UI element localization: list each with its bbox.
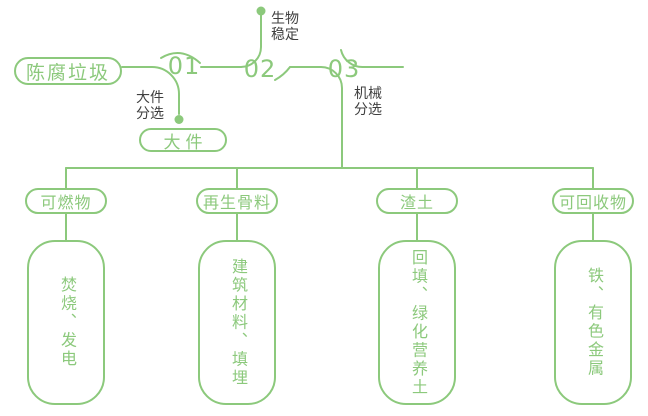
line-source-to-step1	[121, 66, 180, 115]
arc-step3-exit	[340, 49, 404, 69]
node-dot-bio	[256, 6, 266, 16]
step-number-1: 01	[167, 52, 201, 80]
branch-pill-recycled-aggregate: 再生骨料	[196, 188, 278, 214]
branch-pill-recyclables: 可回收物	[552, 188, 634, 214]
line-bio-to-step2	[240, 14, 262, 68]
result-box-recyclables: 铁、有色金属	[554, 240, 632, 405]
step1-note: 大件 分选	[136, 89, 164, 121]
result-box-combustibles: 焚烧、发电	[27, 240, 105, 405]
result-text: 铁、有色金属	[585, 267, 602, 378]
step-number-2: 02	[243, 55, 277, 83]
result-text: 焚烧、发电	[58, 276, 75, 369]
arc-step1	[160, 52, 201, 64]
branch-pill-slag-soil: 渣土	[376, 188, 458, 214]
result-text: 建筑材料、填埋	[229, 257, 246, 388]
result-box-slag-soil: 回填、绿化营养土	[378, 240, 456, 405]
step3-note: 机械 分选	[354, 85, 382, 117]
step-number-3: 03	[327, 55, 361, 83]
category-to-result-lines	[65, 213, 594, 241]
result-text: 回填、绿化营养土	[409, 248, 426, 397]
source-pill: 陈腐垃圾	[14, 57, 122, 85]
result-box-recycled-aggregate: 建筑材料、填埋	[198, 240, 276, 405]
branch-pill-combustibles: 可燃物	[25, 188, 107, 214]
bulky-output-pill: 大件	[139, 128, 227, 152]
step2-note: 生物 稳定	[271, 10, 299, 42]
branch-drop-lines	[65, 167, 594, 189]
line-step2-to-junction	[274, 66, 343, 169]
node-dot-bulky	[174, 115, 184, 124]
